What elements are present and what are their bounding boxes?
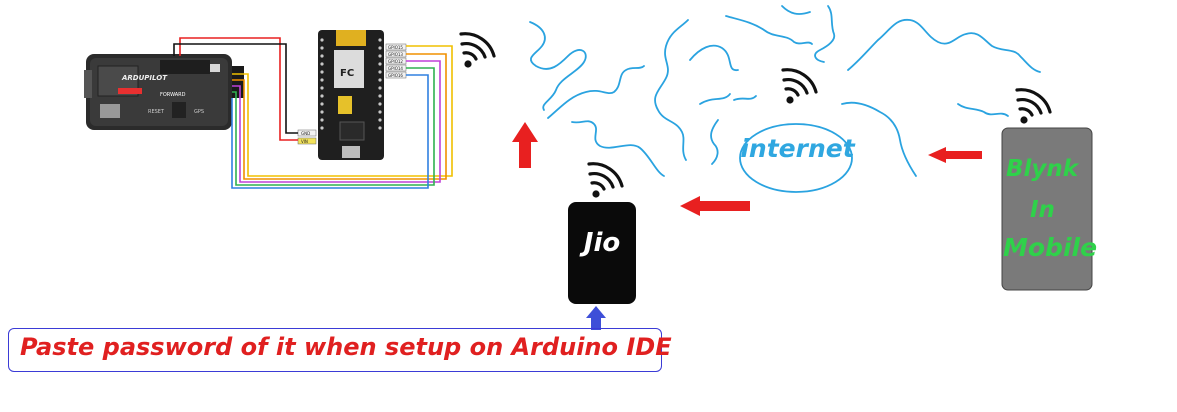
gpio-label: GPIO13 — [388, 52, 403, 57]
fc-reset-label: RESET — [148, 109, 165, 115]
phone-label-line: Mobile — [1003, 233, 1098, 262]
phone-label-line: Blynk — [1006, 156, 1079, 182]
gpio-label: GPIO14 — [388, 66, 403, 71]
note-text: Paste password of it when setup on Ardui… — [20, 333, 672, 361]
red-arrow-icon — [680, 196, 750, 216]
gnd-label: GND — [301, 131, 310, 136]
wifi-icon — [1015, 88, 1052, 126]
gpio-label: GPIO16 — [388, 73, 403, 78]
note-box — [8, 328, 662, 372]
jio-router-device — [568, 202, 636, 304]
internet-scribbles — [529, 5, 1041, 193]
fc-brand-label: ARDUPILOT — [121, 74, 168, 82]
jio-label: Jio — [583, 228, 621, 258]
wifi-icon — [587, 162, 624, 200]
gpio-label: GPIO15 — [388, 45, 403, 50]
internet-label: internet — [740, 134, 855, 163]
nodemcu-board: FC GPIO15 GPIO13 GPIO12 GPIO14 GPIO16 — [297, 30, 407, 160]
wiring — [173, 37, 453, 189]
wifi-icon — [781, 68, 818, 106]
gpio-label: GPIO12 — [388, 59, 403, 64]
red-arrow-icon — [512, 122, 538, 168]
mobile-phone-device — [1001, 127, 1093, 291]
blue-arrow-icon — [586, 306, 606, 330]
vin-label: VIN — [301, 139, 308, 144]
fc-forward-label: FORWARD — [160, 92, 186, 98]
svg-text:FC: FC — [340, 68, 354, 79]
flight-controller-board: ARDUPILOT FORWARD RESET GPS — [84, 54, 244, 130]
wifi-icon — [459, 32, 496, 70]
red-arrow-icon — [928, 147, 982, 163]
fc-gps-label: GPS — [194, 109, 204, 115]
phone-label-line: In — [1030, 197, 1055, 223]
